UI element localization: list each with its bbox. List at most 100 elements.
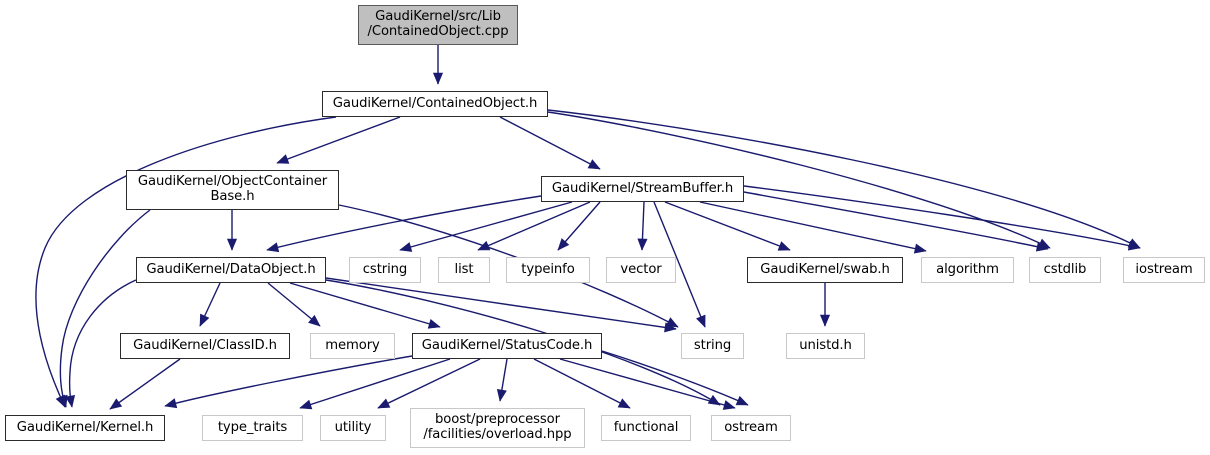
graph-node-objectcontainerbase-h[interactable]: GaudiKernel/ObjectContainer Base.h: [126, 170, 339, 210]
graph-node-label: utility: [334, 419, 372, 435]
graph-node-iostream[interactable]: iostream: [1123, 257, 1205, 283]
edge-streambuffer-h-to-iostream: [743, 185, 1141, 249]
arrowhead-streambuffer-h: [587, 159, 601, 170]
arrowhead-type-traits: [299, 399, 313, 410]
graph-node-label: GaudiKernel/DataObject.h: [146, 261, 316, 277]
arrowhead-utility: [377, 398, 391, 409]
graph-node-label: functional: [613, 419, 679, 435]
graph-node-dataobject-h[interactable]: GaudiKernel/DataObject.h: [136, 257, 326, 283]
edge-statuscode-h-to-kernel-h: [164, 355, 413, 407]
edge-containedobject-h-to-cstdlib: [547, 111, 1051, 249]
arrowhead-string: [696, 314, 706, 328]
graph-node-typeinfo[interactable]: typeinfo: [506, 257, 590, 283]
graph-node-label: vector: [620, 261, 662, 277]
edge-streambuffer-h-to-dataobject-h: [266, 195, 542, 251]
edge-streambuffer-h-to-cstdlib: [743, 191, 1049, 250]
graph-node-functional[interactable]: functional: [601, 415, 691, 441]
arrowhead-dataobject-h: [226, 238, 238, 251]
graph-node-label: typeinfo: [521, 261, 575, 277]
arrowhead-string: [664, 322, 677, 333]
edge-containedobject-h-to-kernel-h: [35, 116, 337, 408]
graph-node-label: GaudiKernel/src/Lib /ContainedObject.cpp: [367, 9, 509, 39]
arrowhead-kernel-h: [164, 398, 178, 409]
arrowhead-ostream: [735, 395, 749, 406]
graph-node-list[interactable]: list: [438, 257, 490, 283]
arrowhead-memory: [308, 314, 321, 327]
graph-node-boost-overload-hpp[interactable]: boost/preprocessor /facilities/overload.…: [410, 408, 585, 448]
graph-node-type-traits[interactable]: type_traits: [202, 415, 303, 441]
arrowhead-unistd-h: [819, 314, 831, 327]
graph-node-swab-h[interactable]: GaudiKernel/swab.h: [747, 257, 903, 283]
graph-node-vector[interactable]: vector: [606, 257, 676, 283]
edge-dataobject-h-to-ostream: [325, 279, 721, 406]
graph-node-label: cstring: [362, 261, 408, 277]
graph-node-label: string: [693, 337, 732, 353]
graph-node-memory[interactable]: memory: [310, 333, 395, 359]
arrowhead-boost-overload-hpp: [496, 389, 507, 402]
graph-node-string[interactable]: string: [681, 333, 744, 359]
edge-streambuffer-h-to-string: [653, 201, 706, 328]
edge-statuscode-h-to-ostream: [559, 358, 736, 409]
graph-node-label: GaudiKernel/swab.h: [760, 261, 890, 277]
graph-node-cstdlib[interactable]: cstdlib: [1029, 257, 1101, 283]
edge-dataobject-h-to-statuscode-h: [289, 282, 441, 328]
edge-streambuffer-h-to-algorithm: [699, 201, 927, 252]
edge-dataobject-h-to-string: [325, 277, 677, 330]
graph-node-label: list: [454, 261, 474, 277]
edge-statuscode-h-to-type-traits: [299, 358, 451, 409]
arrowhead-classid-h: [199, 313, 210, 327]
graph-node-label: GaudiKernel/ContainedObject.h: [332, 95, 538, 111]
graph-node-label: GaudiKernel/ClassID.h: [133, 337, 277, 353]
arrowhead-kernel-h: [109, 398, 123, 410]
graph-node-label: cstdlib: [1043, 261, 1087, 277]
graph-node-label: unistd.h: [799, 337, 852, 353]
graph-node-label: iostream: [1135, 261, 1193, 277]
edge-containedobject-h-to-objectcontainerbase-h: [276, 116, 401, 164]
arrowhead-ostream: [722, 400, 736, 410]
graph-node-label: memory: [325, 337, 380, 353]
graph-node-ostream[interactable]: ostream: [711, 415, 791, 441]
graph-node-statuscode-h[interactable]: GaudiKernel/StatusCode.h: [412, 333, 602, 359]
graph-node-label: GaudiKernel/Kernel.h: [16, 419, 154, 435]
graph-node-label: GaudiKernel/ObjectContainer Base.h: [137, 174, 328, 204]
arrowhead-algorithm: [913, 243, 927, 254]
edge-containedobject-h-to-streambuffer-h: [499, 116, 601, 170]
edge-streambuffer-h-to-list: [477, 201, 591, 251]
arrowhead-objectcontainerbase-h: [276, 154, 290, 164]
graph-node-unistd-h[interactable]: unistd.h: [786, 333, 865, 359]
graph-node-label: boost/preprocessor /facilities/overload.…: [423, 412, 572, 442]
graph-node-algorithm[interactable]: algorithm: [921, 257, 1014, 283]
arrowhead-swab-h: [777, 241, 791, 251]
arrowhead-dataobject-h: [266, 242, 280, 253]
arrowhead-statuscode-h: [427, 318, 441, 329]
arrowhead-kernel-h: [65, 395, 76, 408]
arrowhead-cstdlib: [1035, 241, 1049, 252]
graph-node-streambuffer-h[interactable]: GaudiKernel/StreamBuffer.h: [541, 176, 744, 202]
graph-node-containedobject-h[interactable]: GaudiKernel/ContainedObject.h: [322, 91, 548, 117]
arrowhead-functional: [617, 398, 631, 409]
arrowhead-vector: [637, 238, 648, 251]
graph-node-kernel-h[interactable]: GaudiKernel/Kernel.h: [5, 415, 165, 441]
arrowhead-typeinfo: [557, 238, 570, 251]
graph-node-cstring[interactable]: cstring: [349, 257, 421, 283]
arrowhead-cstring: [399, 242, 413, 252]
arrowhead-kernel-h: [57, 394, 68, 408]
edge-statuscode-h-to-ostream: [601, 350, 749, 406]
graph-node-label: ostream: [724, 419, 778, 435]
edge-streambuffer-h-to-cstring: [399, 201, 573, 251]
arrowhead-containedobject-h: [432, 72, 444, 85]
arrowhead-list: [477, 240, 491, 251]
edge-classid-h-to-kernel-h: [109, 358, 181, 410]
graph-node-containedobject-cpp[interactable]: GaudiKernel/src/Lib /ContainedObject.cpp: [358, 5, 518, 45]
graph-node-utility[interactable]: utility: [320, 415, 386, 441]
edge-containedobject-h-to-iostream: [547, 109, 1141, 249]
graph-node-label: type_traits: [217, 419, 288, 435]
edge-streambuffer-h-to-swab-h: [664, 201, 791, 251]
edge-objectcontainerbase-h-to-kernel-h: [59, 209, 151, 408]
graph-node-classid-h[interactable]: GaudiKernel/ClassID.h: [120, 333, 290, 359]
edge-statuscode-h-to-functional: [533, 358, 631, 409]
edge-statuscode-h-to-utility: [377, 358, 481, 409]
graph-node-label: algorithm: [936, 261, 999, 277]
